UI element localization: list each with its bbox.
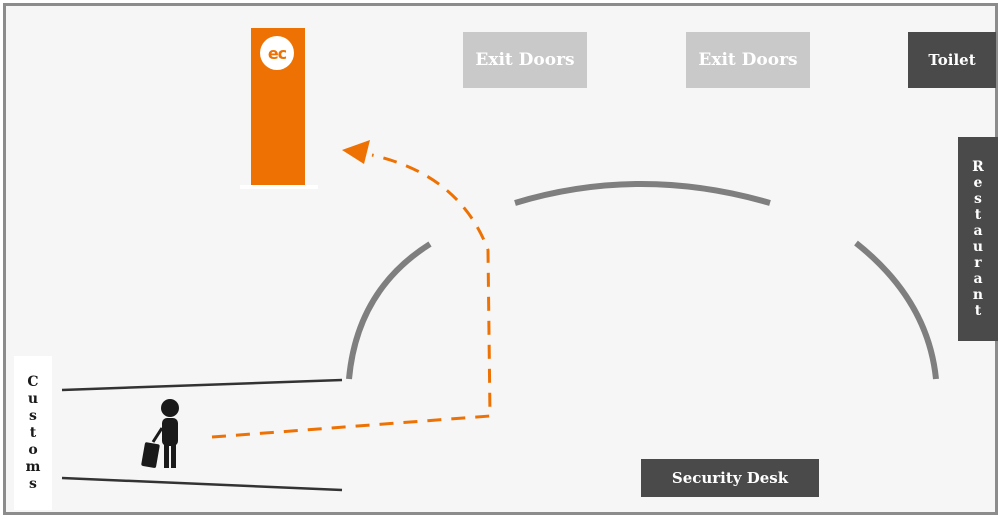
restaurant-sign: R e s t a u r a n t <box>958 137 998 341</box>
route-path <box>211 153 492 439</box>
security-desk-sign: Security Desk <box>641 459 819 497</box>
ec-logo-icon: ec <box>260 36 294 70</box>
hall-arc-top <box>514 181 771 206</box>
restaurant-letter: t <box>974 207 982 223</box>
customs-letter: C <box>27 373 39 390</box>
corridor-line-top <box>61 378 343 392</box>
customs-sign: C u s t o m s <box>14 356 52 510</box>
hall-arc-left <box>346 241 432 380</box>
restaurant-letter: a <box>973 223 983 239</box>
restaurant-letter: a <box>973 271 983 287</box>
restaurant-letter: s <box>974 191 982 207</box>
customs-letter: s <box>29 475 37 492</box>
hall-arc-right <box>854 240 939 380</box>
exit-doors-right: Exit Doors <box>686 32 810 88</box>
toilet-sign: Toilet <box>908 32 996 88</box>
ec-banner-base <box>240 185 318 189</box>
restaurant-letter: e <box>973 175 983 191</box>
customs-letter: o <box>28 441 38 458</box>
restaurant-letter: n <box>972 287 984 303</box>
restaurant-letter: R <box>972 159 984 175</box>
restaurant-letter: u <box>972 239 984 255</box>
customs-letter: u <box>27 390 39 407</box>
customs-letter: s <box>29 407 37 424</box>
exit-doors-left: Exit Doors <box>463 32 587 88</box>
traveler-icon <box>141 399 179 468</box>
corridor-line-bottom <box>61 476 343 492</box>
customs-letter: t <box>29 424 37 441</box>
restaurant-letter: r <box>974 255 982 271</box>
restaurant-letter: t <box>974 303 982 319</box>
route-arrowhead <box>342 140 370 164</box>
customs-letter: m <box>25 458 41 475</box>
